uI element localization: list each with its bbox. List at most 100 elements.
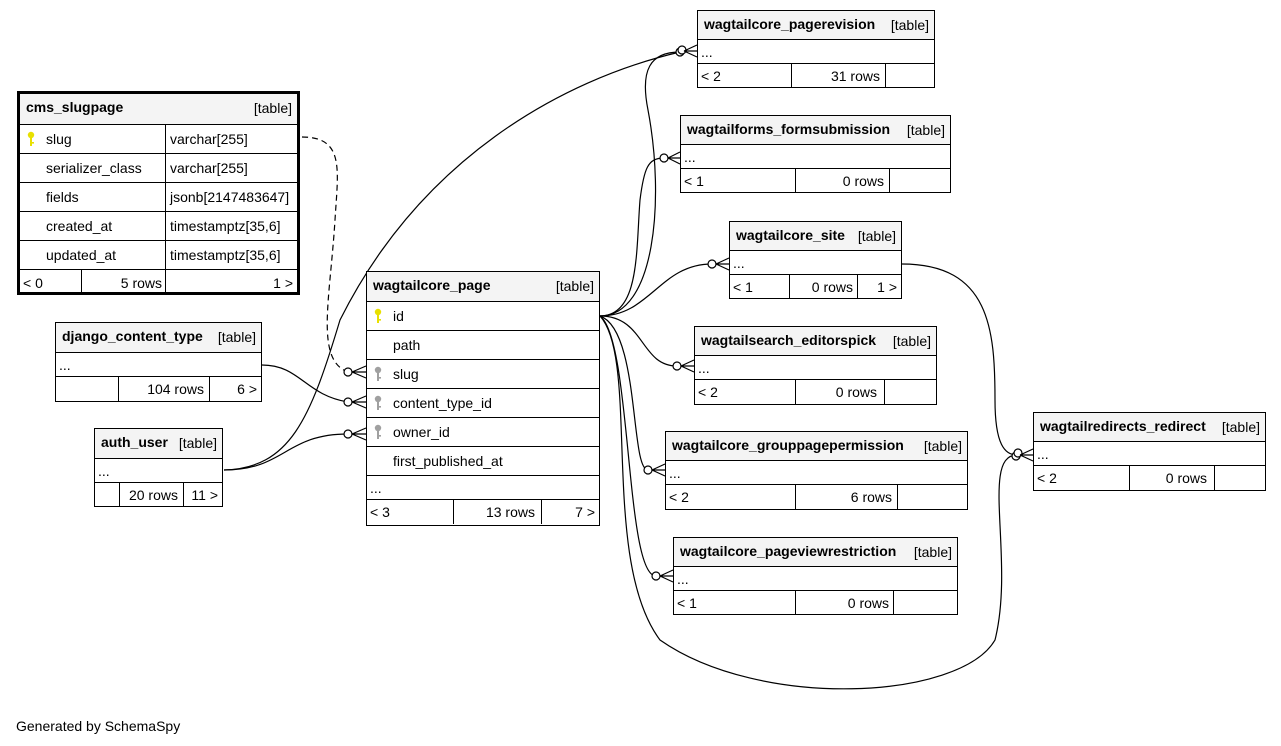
table-wagtailcore-grouppagepermission[interactable]: wagtailcore_grouppagepermission [table] …: [665, 431, 968, 510]
table-name: wagtailcore_grouppagepermission: [672, 437, 904, 453]
column-name: owner_id: [393, 424, 450, 440]
column-type: varchar[255]: [170, 160, 248, 176]
column-name: serializer_class: [46, 160, 142, 176]
table-header: django_content_type [table]: [56, 323, 261, 353]
column-row[interactable]: created_at timestamptz[35,6]: [20, 212, 297, 241]
column-row[interactable]: updated_at timestamptz[35,6]: [20, 241, 297, 270]
column-name: created_at: [46, 218, 113, 234]
foreign-key-icon: [374, 395, 382, 410]
column-name: fields: [46, 189, 79, 205]
column-row[interactable]: first_published_at: [367, 447, 599, 476]
table-wagtailsearch-editorspick[interactable]: wagtailsearch_editorspick [table] ... < …: [694, 326, 937, 405]
table-name: wagtailforms_formsubmission: [687, 121, 891, 137]
row-count: 6 rows: [850, 489, 892, 505]
foreign-key-icon: [374, 366, 382, 381]
table-header: cms_slugpage [table]: [20, 94, 297, 125]
column-name: updated_at: [46, 247, 117, 263]
column-name: slug: [393, 366, 419, 382]
row-count: 20 rows: [128, 486, 178, 503]
table-name: wagtailcore_site: [736, 227, 845, 243]
table-auth-user[interactable]: auth_user [table] ... 20 rows 11 >: [94, 428, 223, 507]
columns-ellipsis: ...: [730, 251, 901, 275]
column-row[interactable]: serializer_class varchar[255]: [20, 154, 297, 183]
table-kind: [table]: [217, 329, 256, 345]
table-header: auth_user [table]: [95, 429, 222, 459]
table-wagtailcore-pagerevision[interactable]: wagtailcore_pagerevision [table] ... < 2…: [697, 10, 935, 88]
columns-ellipsis: ...: [666, 461, 967, 485]
table-wagtailcore-pageviewrestriction[interactable]: wagtailcore_pageviewrestriction [table] …: [673, 537, 958, 615]
parents-count[interactable]: < 2: [669, 489, 689, 505]
table-footer: 104 rows 6 >: [56, 377, 261, 401]
table-kind: [table]: [857, 228, 896, 244]
column-row[interactable]: content_type_id: [367, 389, 599, 418]
children-count[interactable]: 11 >: [191, 486, 218, 503]
table-header: wagtailforms_formsubmission [table]: [681, 116, 950, 145]
table-name: django_content_type: [62, 328, 203, 344]
columns-ellipsis: ...: [698, 40, 934, 64]
column-row[interactable]: slug: [367, 360, 599, 389]
parents-count[interactable]: < 2: [701, 67, 721, 84]
parents-count[interactable]: < 2: [698, 384, 718, 400]
table-footer: < 2 6 rows: [666, 485, 967, 509]
table-footer: < 2 31 rows: [698, 64, 934, 87]
parents-count[interactable]: < 2: [1037, 470, 1057, 486]
table-cms-slugpage[interactable]: cms_slugpage [table] slug varchar[255] s…: [17, 91, 300, 295]
children-count[interactable]: 1 >: [273, 274, 293, 291]
table-wagtailredirects-redirect[interactable]: wagtailredirects_redirect [table] ... < …: [1033, 412, 1266, 491]
table-wagtailcore-page[interactable]: wagtailcore_page [table] id path slug co…: [366, 271, 600, 526]
table-footer: < 3 13 rows 7 >: [367, 500, 599, 524]
table-kind: [table]: [892, 333, 931, 349]
column-row[interactable]: slug varchar[255]: [20, 125, 297, 154]
table-footer: < 1 0 rows 1 >: [730, 275, 901, 298]
crowfoot-pagerevision: [675, 44, 698, 58]
column-row[interactable]: path: [367, 331, 599, 360]
edge-authuser-to-pagerevision: [223, 51, 681, 471]
parents-count[interactable]: < 1: [733, 278, 753, 295]
primary-key-icon: [374, 308, 382, 323]
table-kind: [table]: [890, 17, 929, 33]
row-count: 0 rows: [835, 384, 877, 400]
table-wagtailcore-site[interactable]: wagtailcore_site [table] ... < 1 0 rows …: [729, 221, 902, 299]
table-header: wagtailcore_pagerevision [table]: [698, 11, 934, 40]
children-count[interactable]: 6 >: [237, 381, 257, 397]
parents-count[interactable]: < 1: [684, 172, 704, 189]
crowfoot-redirect: [1011, 448, 1034, 462]
edge-page-to-pagerevision: [599, 51, 681, 317]
table-name: auth_user: [101, 434, 168, 450]
columns-ellipsis: ...: [674, 567, 957, 591]
children-count[interactable]: 1 >: [877, 278, 897, 295]
column-name: id: [393, 308, 404, 324]
table-name: wagtailcore_pageviewrestriction: [680, 543, 897, 559]
table-kind: [table]: [906, 122, 945, 138]
column-row[interactable]: id: [367, 302, 599, 331]
table-header: wagtailsearch_editorspick [table]: [695, 327, 936, 356]
edge-slugpage-to-page: [301, 136, 349, 373]
parents-count[interactable]: < 3: [370, 504, 390, 520]
table-kind: [table]: [555, 278, 594, 294]
table-kind: [table]: [1221, 419, 1260, 435]
crowfoot-site: [707, 257, 730, 271]
column-type: timestamptz[35,6]: [170, 218, 281, 234]
table-footer: < 1 0 rows: [681, 169, 950, 192]
crowfoot-pageviewrestriction: [651, 569, 674, 583]
parents-count[interactable]: < 0: [23, 274, 43, 291]
table-name: wagtailcore_pagerevision: [704, 16, 876, 32]
table-django-content-type[interactable]: django_content_type [table] ... 104 rows…: [55, 322, 262, 402]
table-footer: < 2 0 rows: [1034, 466, 1265, 490]
table-footer: < 1 0 rows: [674, 591, 957, 614]
crowfoot-formsubmission: [659, 151, 681, 165]
crowfoot-page-content-type: [343, 395, 367, 409]
children-count[interactable]: 7 >: [575, 504, 595, 520]
row-count: 5 rows: [120, 274, 162, 291]
column-row[interactable]: owner_id: [367, 418, 599, 447]
parents-count[interactable]: < 1: [677, 594, 697, 611]
table-wagtailforms-formsubmission[interactable]: wagtailforms_formsubmission [table] ... …: [680, 115, 951, 193]
columns-ellipsis: ...: [56, 353, 261, 377]
table-header: wagtailcore_grouppagepermission [table]: [666, 432, 967, 461]
row-count: 0 rows: [811, 278, 853, 295]
edge-authuser-to-page: [223, 433, 349, 471]
row-count: 104 rows: [147, 381, 204, 397]
column-row[interactable]: fields jsonb[2147483647]: [20, 183, 297, 212]
row-count: 0 rows: [842, 172, 884, 189]
